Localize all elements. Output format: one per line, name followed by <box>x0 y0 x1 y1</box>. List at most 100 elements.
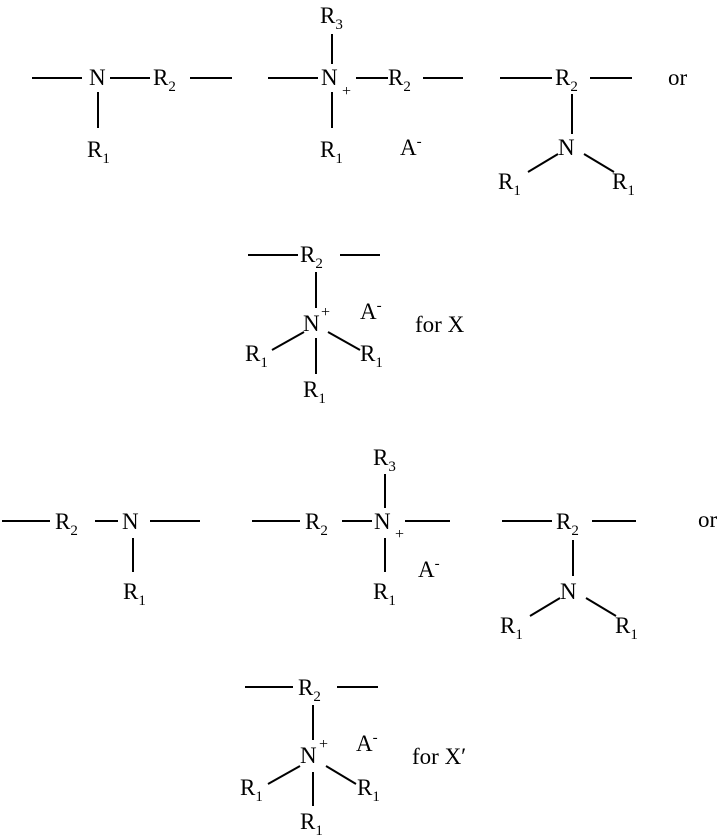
r-symbol: R <box>55 509 71 534</box>
r1-group: R1 <box>245 341 268 371</box>
bond <box>271 331 305 351</box>
r2-group: R2 <box>298 675 321 705</box>
r-symbol: R <box>303 377 319 402</box>
r2-group: R2 <box>555 65 578 95</box>
r-symbol: R <box>300 809 316 834</box>
negative-charge: - <box>434 556 440 572</box>
subscript: 1 <box>388 593 396 609</box>
nitrogen-atom: N <box>560 579 577 604</box>
anion-symbol: A <box>418 557 435 582</box>
anion-symbol: A <box>356 731 373 756</box>
or-connector: or <box>698 507 718 532</box>
subscript: 2 <box>313 689 321 705</box>
subscript: 3 <box>335 17 343 33</box>
r1-group: R1 <box>87 137 110 167</box>
r-symbol: R <box>556 509 572 534</box>
for-x-label: for X <box>415 312 465 337</box>
r-symbol: R <box>555 65 571 90</box>
r1-group: R1 <box>300 809 323 838</box>
subscript: 1 <box>513 183 521 199</box>
r1-group: R1 <box>500 613 523 643</box>
r-symbol: R <box>388 65 404 90</box>
subscript: 2 <box>315 256 323 272</box>
subscript: 1 <box>138 593 146 609</box>
anion: A- <box>360 298 382 324</box>
positive-charge: + <box>319 736 329 753</box>
r-symbol: R <box>300 242 316 267</box>
bond <box>585 597 617 617</box>
bond <box>327 331 361 351</box>
nitrogen-atom: N <box>558 135 575 160</box>
r1-group: R1 <box>615 613 638 643</box>
anion-symbol: A <box>400 135 417 160</box>
or-connector: or <box>668 65 688 90</box>
bond <box>583 153 615 173</box>
subscript: 1 <box>255 789 263 805</box>
nitrogen-atom: N <box>122 509 139 534</box>
subscript: 3 <box>388 459 396 475</box>
for-x-prime-label: for X′ <box>412 744 467 769</box>
r2-group: R2 <box>300 242 323 272</box>
nitrogen-atom: N <box>374 509 391 534</box>
r-symbol: R <box>615 613 631 638</box>
r-symbol: R <box>357 775 373 800</box>
positive-charge: + <box>321 304 331 321</box>
negative-charge: - <box>376 298 382 314</box>
r-symbol: R <box>298 675 314 700</box>
r2-group: R2 <box>55 509 78 539</box>
r-symbol: R <box>498 169 514 194</box>
negative-charge: - <box>416 134 422 150</box>
r-symbol: R <box>373 445 389 470</box>
subscript: 1 <box>627 183 635 199</box>
r1-group: R1 <box>612 169 635 199</box>
r-symbol: R <box>320 137 336 162</box>
anion: A- <box>400 134 422 160</box>
positive-charge: + <box>342 83 352 100</box>
bond <box>527 153 559 173</box>
r2-group: R2 <box>556 509 579 539</box>
r-symbol: R <box>305 509 321 534</box>
r3-group: R3 <box>373 445 396 475</box>
nitrogen-atom: N <box>303 311 320 336</box>
subscript: 2 <box>320 523 328 539</box>
subscript: 2 <box>70 523 78 539</box>
nitrogen-atom: N <box>300 743 317 768</box>
nitrogen-atom: N <box>321 65 338 90</box>
bond <box>529 597 561 617</box>
r1-group: R1 <box>123 579 146 609</box>
r-symbol: R <box>360 341 376 366</box>
r1-group: R1 <box>360 341 383 371</box>
subscript: 2 <box>403 79 411 95</box>
r-symbol: R <box>500 613 516 638</box>
anion: A- <box>356 730 378 756</box>
negative-charge: - <box>372 730 378 746</box>
subscript: 1 <box>372 789 380 805</box>
subscript: 1 <box>260 355 268 371</box>
r-symbol: R <box>373 579 389 604</box>
r-symbol: R <box>87 137 103 162</box>
r-symbol: R <box>123 579 139 604</box>
anion-symbol: A <box>360 299 377 324</box>
subscript: 1 <box>315 823 323 838</box>
subscript: 1 <box>318 391 326 407</box>
r1-group: R1 <box>498 169 521 199</box>
anion: A- <box>418 556 440 582</box>
r-symbol: R <box>612 169 628 194</box>
subscript: 1 <box>630 627 638 643</box>
subscript: 2 <box>168 79 176 95</box>
r-symbol: R <box>153 65 169 90</box>
r-symbol: R <box>245 341 261 366</box>
r-symbol: R <box>320 3 336 28</box>
r1-group: R1 <box>320 137 343 167</box>
nitrogen-atom: N <box>89 65 106 90</box>
subscript: 1 <box>335 151 343 167</box>
r-symbol: R <box>240 775 256 800</box>
r2-group: R2 <box>388 65 411 95</box>
r1-group: R1 <box>357 775 380 805</box>
r2-group: R2 <box>153 65 176 95</box>
r3-group: R3 <box>320 3 343 33</box>
r1-group: R1 <box>240 775 263 805</box>
subscript: 1 <box>515 627 523 643</box>
